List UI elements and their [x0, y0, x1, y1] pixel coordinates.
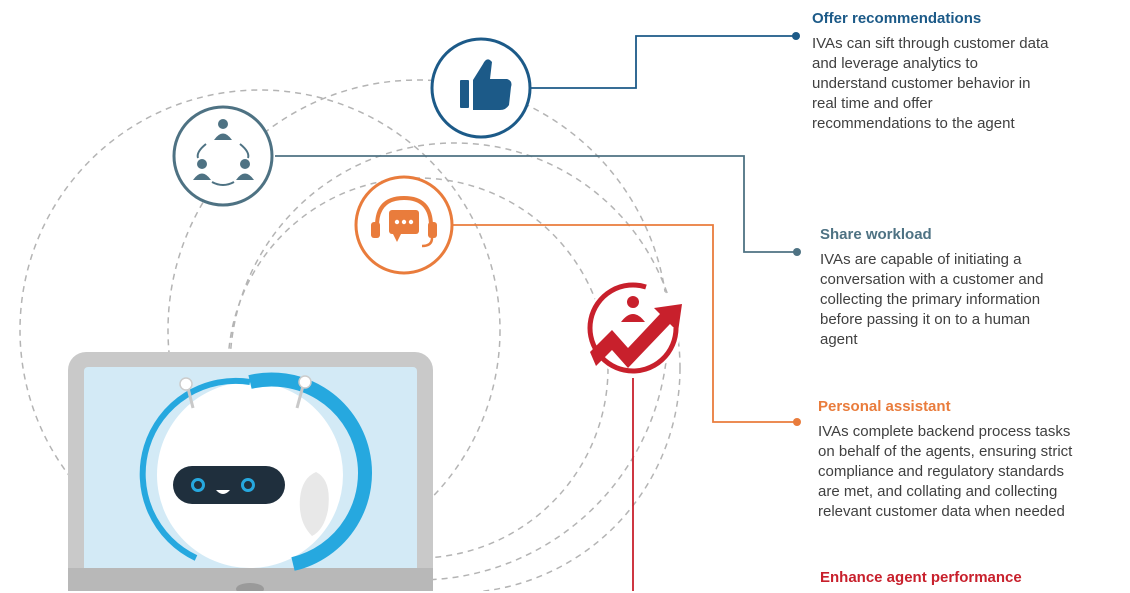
enhance-performance-icon-circle	[585, 280, 682, 376]
personal-line: on behalf of the agents, ensuring strict	[818, 443, 1073, 460]
offer-line: and leverage analytics to	[812, 55, 978, 72]
robot-face-icon	[139, 372, 372, 571]
headset-chat-icon	[371, 195, 437, 248]
enhance-performance-title: Enhance agent performance	[820, 569, 1022, 586]
personal-assistant-icon-circle	[354, 175, 454, 275]
share-workload-block: Share workload IVAs are capable of initi…	[820, 226, 1120, 350]
laptop-illustration	[68, 352, 433, 591]
offer-recommendations-title: Offer recommendations	[812, 10, 982, 27]
offer-line: understand customer behavior in	[812, 75, 1031, 92]
personal-line: IVAs complete backend process tasks	[818, 423, 1071, 440]
offer-recommendations-block: Offer recommendations IVAs can sift thro…	[812, 10, 1112, 134]
share-workload-title: Share workload	[820, 226, 932, 243]
connector-offer	[530, 35, 796, 89]
offer-line: real time and offer	[812, 95, 933, 112]
personal-line: are met, and collating and collecting	[818, 483, 1058, 500]
bot-eye-left	[191, 478, 205, 492]
thumbs-up-icon	[460, 59, 512, 110]
offer-line: IVAs can sift through customer data	[812, 35, 1049, 52]
personal-assistant-block: Personal assistant IVAs complete backend…	[818, 398, 1118, 522]
offer-line: recommendations to the agent	[812, 115, 1015, 132]
share-line: before passing it on to a human	[820, 311, 1031, 328]
share-workload-description: IVAs are capable of initiating a convers…	[820, 250, 1120, 350]
share-line: conversation with a customer and	[820, 271, 1044, 288]
personal-line: relevant customer data when needed	[818, 503, 1065, 520]
enhance-performance-block: Enhance agent performance	[820, 569, 1120, 593]
bot-visor	[173, 466, 285, 504]
connector-personal-dot	[793, 418, 801, 426]
bot-mouth	[216, 490, 230, 494]
bot-eye-right	[241, 478, 255, 492]
laptop-hinge	[236, 583, 264, 591]
personal-assistant-description: IVAs complete backend process tasks on b…	[818, 422, 1118, 522]
connector-share-dot	[793, 248, 801, 256]
people-network-icon	[193, 119, 254, 180]
personal-line: compliance and regulatory standards	[818, 463, 1064, 480]
connector-share	[275, 155, 797, 253]
offer-recommendations-icon-circle	[430, 37, 532, 139]
laptop-base	[68, 568, 433, 591]
personal-assistant-title: Personal assistant	[818, 398, 951, 415]
share-workload-icon-circle	[172, 105, 274, 207]
share-line: collecting the primary information	[820, 291, 1041, 308]
offer-recommendations-description: IVAs can sift through customer data and …	[812, 34, 1112, 134]
performance-growth-icon	[590, 296, 682, 368]
connector-personal	[453, 224, 797, 423]
share-line: IVAs are capable of initiating a	[820, 251, 1022, 268]
connector-offer-dot	[792, 32, 800, 40]
share-line: agent	[820, 331, 858, 348]
